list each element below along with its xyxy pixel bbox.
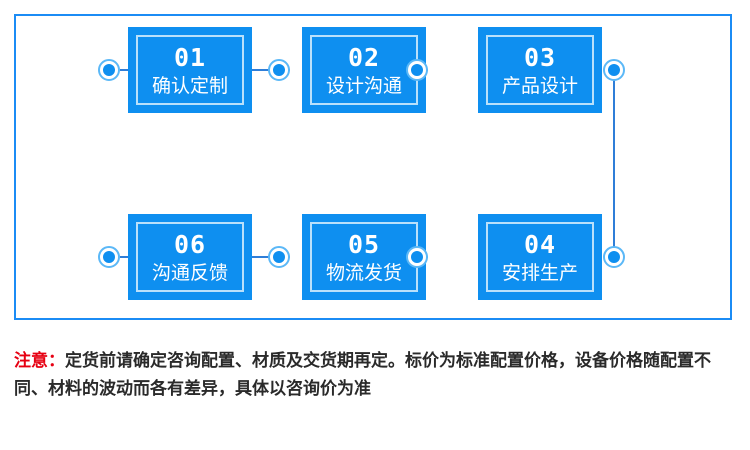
flow-step-05-label: 物流发货 [325, 262, 402, 284]
flow-step-02-number: 02 [347, 43, 381, 72]
flow-step-02-label: 设计沟通 [325, 75, 402, 97]
flow-node-04-05 [406, 246, 428, 268]
flow-step-05-number: 05 [347, 230, 381, 259]
flow-step-01-inner: 01 确认定制 [136, 35, 244, 105]
flow-step-03-inner: 03 产品设计 [486, 35, 594, 105]
flow-step-01[interactable]: 01 确认定制 [128, 27, 252, 113]
flow-step-05[interactable]: 05 物流发货 [302, 214, 426, 300]
flow-step-04-number: 04 [523, 230, 557, 259]
flow-step-06-inner: 06 沟通反馈 [136, 222, 244, 292]
note-body: 定货前请确定咨询配置、材质及交货期再定。标价为标准配置价格，设备价格随配置不同、… [14, 351, 711, 400]
flow-node-start [98, 59, 120, 81]
flow-node-03-04 [603, 59, 625, 81]
flow-step-02-inner: 02 设计沟通 [310, 35, 418, 105]
flow-step-05-inner: 05 物流发货 [310, 222, 418, 292]
flow-node-end [98, 246, 120, 268]
flow-step-06-label: 沟通反馈 [151, 262, 228, 284]
process-flow-panel: 01 确认定制 02 设计沟通 03 产品设计 06 沟通反馈 05 物流发货 [14, 14, 732, 320]
note-text: 注意：定货前请确定咨询配置、材质及交货期再定。标价为标准配置价格，设备价格随配置… [14, 347, 736, 403]
flow-step-03-number: 03 [523, 43, 557, 72]
connector-line-vertical-right [613, 69, 615, 257]
flow-step-06[interactable]: 06 沟通反馈 [128, 214, 252, 300]
note-warning-label: 注意： [14, 351, 65, 371]
flow-node-04-entry [603, 246, 625, 268]
flow-step-04[interactable]: 04 安排生产 [478, 214, 602, 300]
flow-node-05-06 [268, 246, 290, 268]
flow-step-06-number: 06 [173, 230, 207, 259]
flow-step-04-inner: 04 安排生产 [486, 222, 594, 292]
flow-step-03[interactable]: 03 产品设计 [478, 27, 602, 113]
flow-step-01-label: 确认定制 [151, 75, 228, 97]
flow-step-03-label: 产品设计 [501, 75, 578, 97]
flow-node-01-02 [268, 59, 290, 81]
flow-step-01-number: 01 [173, 43, 207, 72]
flow-node-02-03 [406, 59, 428, 81]
flow-step-04-label: 安排生产 [501, 262, 578, 284]
